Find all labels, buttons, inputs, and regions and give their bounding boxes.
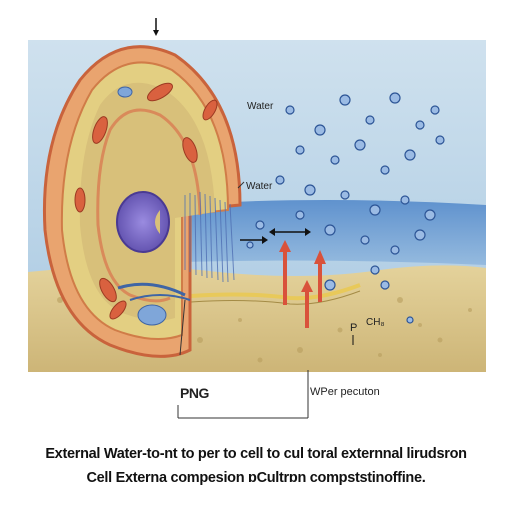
plant-cell bbox=[42, 45, 242, 358]
flow-arrows bbox=[153, 18, 354, 345]
nucleus-notch bbox=[155, 210, 160, 234]
water-label-mid: Water bbox=[246, 181, 273, 192]
water-pointer bbox=[237, 181, 245, 189]
arrow-head-1 bbox=[262, 236, 268, 244]
blue-organelles bbox=[117, 86, 191, 326]
pointer-line bbox=[179, 299, 186, 356]
red-arrow-shaft-3 bbox=[305, 290, 309, 328]
caption-line-1: External Water-to-nt to per to cell to c… bbox=[45, 446, 467, 462]
png-label: PNG bbox=[180, 385, 209, 401]
nucleus bbox=[116, 191, 170, 253]
root-hairs bbox=[184, 191, 235, 283]
water-label-top: Water bbox=[247, 101, 274, 112]
water-molecules bbox=[246, 92, 445, 324]
red-arrow-head-1 bbox=[279, 240, 291, 252]
red-arrow-shaft-1 bbox=[283, 250, 287, 305]
red-arrow-shaft-2 bbox=[318, 262, 322, 302]
caption-line-2: Cell Externa compesion ɒCultrɒn compstst… bbox=[86, 470, 426, 486]
arrow-head-2 bbox=[305, 228, 311, 236]
red-arrow-head-2 bbox=[314, 250, 326, 264]
arrow-head-2b bbox=[269, 228, 275, 236]
wper-label: WPer pecuton bbox=[310, 386, 380, 398]
ch-label: CH₈ bbox=[366, 317, 385, 328]
p-label: P bbox=[350, 322, 358, 334]
organelles bbox=[74, 82, 218, 320]
red-arrow-head-3 bbox=[301, 280, 313, 292]
top-pointer-head bbox=[153, 30, 159, 36]
vacuole-ring bbox=[96, 108, 202, 303]
